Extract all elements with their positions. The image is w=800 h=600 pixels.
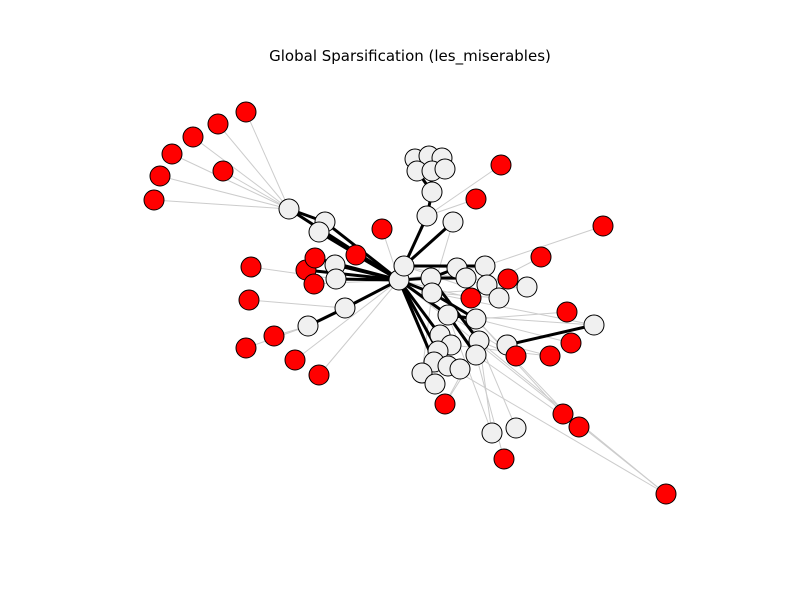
graph-node — [449, 358, 471, 380]
graph-node — [481, 422, 503, 444]
highlighted-node — [490, 154, 512, 176]
highlighted-node — [655, 483, 677, 505]
graph-node — [393, 255, 415, 277]
highlighted-node — [263, 325, 285, 347]
highlighted-node — [493, 448, 515, 470]
graph-node — [424, 373, 446, 395]
removed-edge — [159, 175, 290, 210]
highlighted-node — [371, 218, 393, 240]
kept-edge — [305, 268, 400, 282]
removed-edge — [318, 279, 400, 376]
removed-edge — [294, 279, 400, 361]
removed-edge — [475, 318, 572, 344]
graph-node — [465, 344, 487, 366]
graph-node — [465, 308, 487, 330]
graph-node — [488, 287, 510, 309]
graph-node — [297, 315, 319, 337]
graph-node — [421, 282, 443, 304]
highlighted-node — [592, 215, 614, 237]
graph-node — [308, 221, 330, 243]
highlighted-node — [552, 403, 574, 425]
graph-node — [583, 314, 605, 336]
highlighted-node — [303, 273, 325, 295]
graph-node — [434, 158, 456, 180]
graph-node — [416, 205, 438, 227]
highlighted-node — [235, 101, 257, 123]
figure-title: Global Sparsification (les_miserables) — [269, 47, 551, 65]
removed-edge — [222, 170, 290, 210]
graph-node — [437, 304, 459, 326]
highlighted-node — [207, 113, 229, 135]
graph-node — [474, 255, 496, 277]
graph-node — [421, 181, 443, 203]
highlighted-node — [238, 289, 260, 311]
removed-edge — [171, 153, 290, 210]
graph-node — [278, 198, 300, 220]
removed-edge — [426, 164, 502, 217]
kept-edge — [402, 220, 455, 268]
highlighted-node — [212, 160, 234, 182]
highlighted-node — [345, 244, 367, 266]
highlighted-node — [143, 189, 165, 211]
highlighted-node — [530, 246, 552, 268]
removed-edge — [447, 365, 667, 495]
highlighted-node — [308, 364, 330, 386]
removed-edge — [153, 199, 290, 210]
removed-edge — [475, 354, 505, 460]
highlighted-node — [284, 349, 306, 371]
graph-node — [442, 211, 464, 233]
removed-edge — [250, 266, 337, 280]
highlighted-node — [556, 301, 578, 323]
graph-node — [516, 276, 538, 298]
graph-node — [505, 417, 527, 439]
highlighted-node — [505, 345, 527, 367]
highlighted-node — [434, 393, 456, 415]
highlighted-node — [161, 143, 183, 165]
graph-node — [455, 267, 477, 289]
removed-edge — [217, 123, 290, 210]
highlighted-node — [465, 188, 487, 210]
highlighted-node — [560, 332, 582, 354]
kept-edge — [506, 323, 595, 347]
removed-edge — [245, 111, 290, 210]
kept-edge — [397, 279, 442, 336]
nodes-layer — [143, 101, 677, 505]
graph-node — [325, 268, 347, 290]
highlighted-node — [460, 287, 482, 309]
highlighted-node — [497, 268, 519, 290]
highlighted-node — [304, 247, 326, 269]
graph-node — [334, 297, 356, 319]
highlighted-node — [240, 256, 262, 278]
highlighted-node — [568, 416, 590, 438]
highlighted-node — [149, 165, 171, 187]
highlighted-node — [182, 126, 204, 148]
graph-node — [476, 274, 498, 296]
removed-edge — [192, 136, 290, 210]
removed-edge — [248, 299, 346, 309]
highlighted-node — [539, 345, 561, 367]
removed-edge — [447, 314, 493, 434]
highlighted-node — [235, 337, 257, 359]
removed-edge — [484, 225, 604, 267]
